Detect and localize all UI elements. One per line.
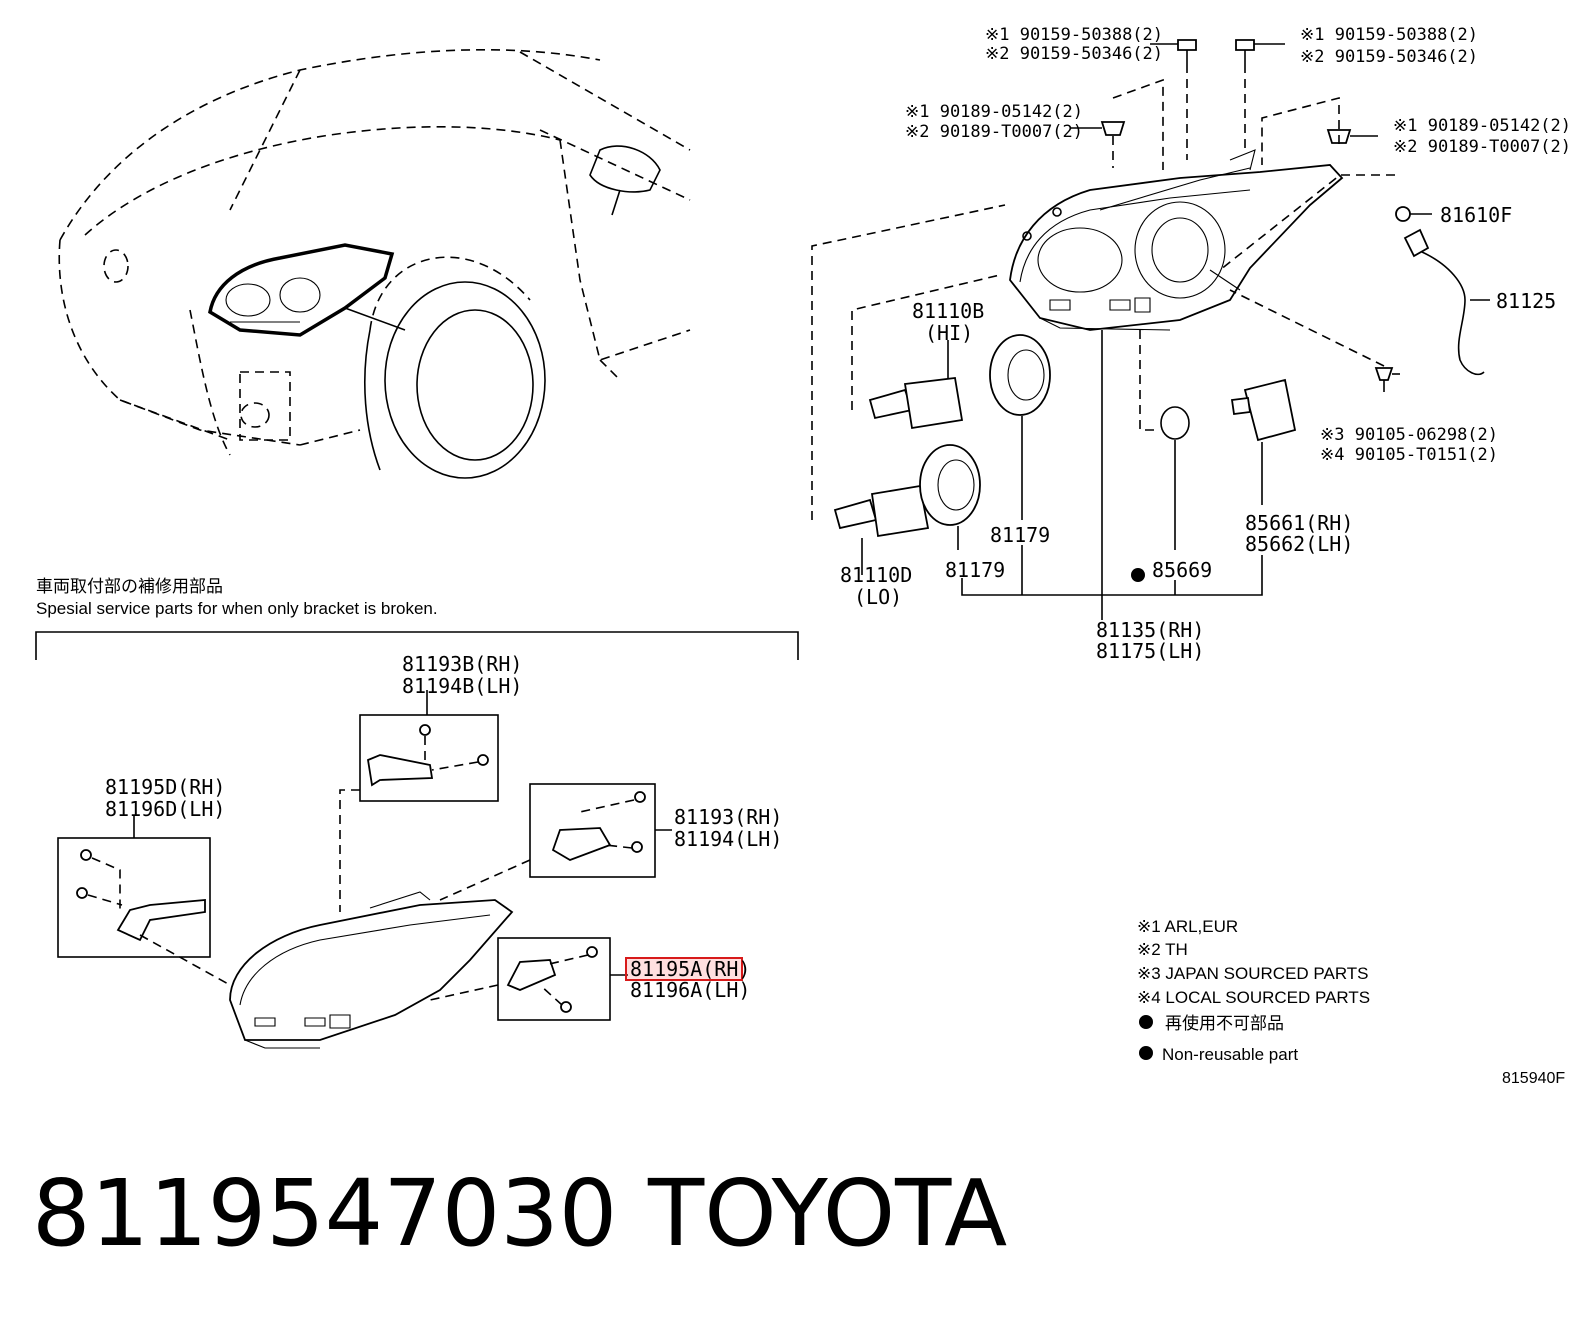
callout-br-right-lh: 81194(LH) xyxy=(674,827,782,851)
part-number: 8119547030 xyxy=(32,1160,617,1267)
callout-headlamp-rh: 81135(RH) xyxy=(1096,618,1204,642)
callout-screw-1: ※3 90105-06298(2) xyxy=(1320,425,1498,445)
callout-br-left-lh: 81196D(LH) xyxy=(105,797,225,821)
legend-jp: 再使用不可部品 xyxy=(1165,1013,1284,1034)
callouts-top: ※1 90159-50388(2) ※2 90159-50346(2) ※1 9… xyxy=(840,25,1571,663)
legend-dot-icon-2 xyxy=(1139,1046,1153,1060)
callout-br-low-rh: 81195A(RH) xyxy=(630,957,750,981)
section-title-en: Spesial service parts for when only brac… xyxy=(36,599,438,618)
figure-ref: 815940F xyxy=(1502,1070,1565,1087)
callout-bulb-small: 81610F xyxy=(1440,203,1512,227)
callout-clip-right-1: ※1 90189-05142(2) xyxy=(1393,116,1571,136)
brand-name: TOYOTA xyxy=(647,1160,1007,1267)
callout-headlamp-lh: 81175(LH) xyxy=(1096,639,1204,663)
legend-en: Non-reusable part xyxy=(1162,1045,1298,1064)
callout-clip-right-2: ※2 90189-T0007(2) xyxy=(1393,137,1571,157)
fasteners-drawing xyxy=(1070,39,1490,392)
callout-actuator-lh: 85662(LH) xyxy=(1245,532,1353,556)
callout-cover-upper: 81179 xyxy=(990,523,1050,547)
callout-bulb-hi: 81110B xyxy=(912,299,984,323)
callout-cover-lower: 81179 xyxy=(945,558,1005,582)
callout-bulb-hi-note: (HI) xyxy=(925,321,973,345)
callouts-bottom: 81193B(RH) 81194B(LH) 81195D(RH) 81196D(… xyxy=(105,652,782,1002)
callout-clip-left-1: ※1 90189-05142(2) xyxy=(905,102,1083,122)
callout-bulb-lo-note: (LO) xyxy=(854,585,902,609)
callout-gasket: 85669 xyxy=(1152,558,1212,582)
car-front-illustration xyxy=(58,48,691,479)
callout-br-low-lh: 81196A(LH) xyxy=(630,978,750,1002)
callout-bolt-right-2: ※2 90159-50346(2) xyxy=(1300,47,1478,67)
callout-bolt-left-2: ※2 90159-50346(2) xyxy=(985,44,1163,64)
section-title-jp: 車両取付部の補修用部品 xyxy=(36,577,223,597)
callout-br-top-lh: 81194B(LH) xyxy=(402,674,522,698)
callout-clip-left-2: ※2 90189-T0007(2) xyxy=(905,122,1083,142)
callout-br-right-rh: 81193(RH) xyxy=(674,805,782,829)
callout-bolt-left-1: ※1 90159-50388(2) xyxy=(985,25,1163,45)
headlamp-assembly-drawing xyxy=(1009,149,1344,331)
highlighted-part-box xyxy=(625,957,743,981)
callout-bolt-right-1: ※1 90159-50388(2) xyxy=(1300,25,1478,45)
callout-br-left-rh: 81195D(RH) xyxy=(105,775,225,799)
note-3: ※3 JAPAN SOURCED PARTS xyxy=(1137,964,1369,983)
note-4: ※4 LOCAL SOURCED PARTS xyxy=(1137,988,1370,1007)
callout-bulb-lo: 81110D xyxy=(840,563,912,587)
section-bracket-line xyxy=(35,631,799,660)
callout-socket-wire: 81125 xyxy=(1496,289,1556,313)
callout-actuator-rh: 85661(RH) xyxy=(1245,511,1353,535)
note-1: ※1 ARL,EUR xyxy=(1137,917,1238,936)
notes-legend: ※1 ARL,EUR ※2 TH ※3 JAPAN SOURCED PARTS … xyxy=(1137,917,1565,1087)
legend-dot-icon xyxy=(1139,1015,1153,1029)
note-2: ※2 TH xyxy=(1137,940,1188,959)
internal-parts-drawing xyxy=(811,204,1297,620)
bracket-kits-drawing xyxy=(57,690,743,1049)
callout-screw-2: ※4 90105-T0151(2) xyxy=(1320,445,1498,465)
callout-br-top-rh: 81193B(RH) xyxy=(402,652,522,676)
